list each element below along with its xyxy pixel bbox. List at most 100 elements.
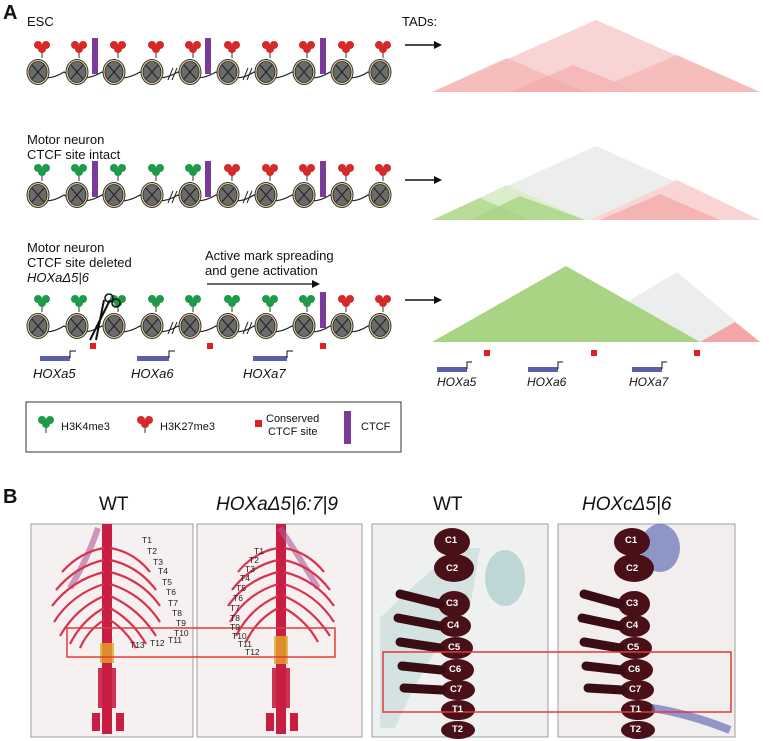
title-wt-hoxc: WT <box>433 494 463 515</box>
nucleosome <box>330 182 354 208</box>
h3k4-mark <box>109 163 127 182</box>
gene-label-hoxa7: HOXa7 <box>243 366 286 381</box>
h3k27-mark <box>298 40 316 59</box>
thoracic-label-wt: T10 <box>174 628 189 638</box>
tad-gene-label-hoxa7: HOXa7 <box>629 375 669 389</box>
conserved-ctcf-site <box>694 350 700 356</box>
gene-label-hoxa5: HOXa5 <box>33 366 76 381</box>
nucleosome <box>292 59 316 85</box>
row3-label-italic: HOXaΔ5|6 <box>27 270 89 285</box>
cervical-label-wt: C4 <box>447 620 460 631</box>
tad-gene-label-hoxa5: HOXa5 <box>437 375 477 389</box>
tad-gene-label-hoxa6: HOXa6 <box>527 375 567 389</box>
nucleosome <box>368 182 392 208</box>
break-mark <box>242 190 253 204</box>
h3k27-mark <box>70 40 88 59</box>
thoracic-label-mut: T2 <box>249 555 259 565</box>
thoracic-label-mut: T7 <box>230 603 240 613</box>
h3k4-mark <box>261 294 279 313</box>
nucleosome <box>216 59 240 85</box>
thoracic-label-wt: T5 <box>162 577 172 587</box>
cervical-label-wt: C1 <box>445 535 458 546</box>
legend-h3k27-label: H3K27me3 <box>160 421 216 433</box>
cervical-label-wt: C3 <box>446 598 459 609</box>
h3k27-mark <box>337 294 355 313</box>
tad-gene-hoxa5-bar <box>437 361 472 372</box>
nucleosome <box>292 182 316 208</box>
conserved-ctcf-site <box>320 343 326 349</box>
title-hoxc-mutant: HOXcΔ5|6 <box>582 494 672 515</box>
cervical-label-mut: C3 <box>626 598 639 609</box>
thoracic-label-wt: T12 <box>150 638 165 648</box>
thoracic-label-mut: T5 <box>236 583 246 593</box>
h3k27-mark <box>337 40 355 59</box>
thoracic-label-mut: T3 <box>245 564 255 574</box>
h3k4-mark <box>147 163 165 182</box>
h3k27-mark <box>374 163 392 182</box>
legend-conserved-line2: CTCF site <box>268 426 318 438</box>
ctcf-bar <box>320 38 326 74</box>
break-mark <box>167 321 178 335</box>
nucleosome <box>65 182 89 208</box>
tads-row3 <box>432 266 760 342</box>
nucleosome <box>216 182 240 208</box>
h3k4-mark <box>184 163 202 182</box>
h3k27-mark <box>184 40 202 59</box>
h3k27-mark <box>223 163 241 182</box>
nucleosome <box>254 182 278 208</box>
thoracic-label-wt: T11 <box>168 635 183 645</box>
nucleosome <box>178 313 202 339</box>
nucleosome <box>65 313 89 339</box>
thoracic-label-mut: T1 <box>254 546 264 556</box>
cervical-label-mut: T2 <box>630 724 642 735</box>
panel-a-diagram <box>25 20 760 453</box>
thoracic-label-wt: T13 <box>130 640 145 650</box>
nucleosome <box>254 59 278 85</box>
h3k4-mark <box>70 163 88 182</box>
title-wt-hoxa: WT <box>99 494 129 515</box>
h3k27-mark <box>261 163 279 182</box>
row3-label-line2: CTCF site deleted <box>27 255 132 270</box>
skeleton-hoxa-mutant-image <box>196 523 363 738</box>
ctcf-bar <box>92 161 98 197</box>
panel-b-letter: B <box>3 486 18 508</box>
h3k27-mark <box>298 163 316 182</box>
cervical-hoxc-mutant-image <box>557 523 736 739</box>
nucleosome <box>330 59 354 85</box>
nucleosome <box>330 313 354 339</box>
tads-row2 <box>432 146 760 220</box>
thoracic-label-mut: T6 <box>233 593 243 603</box>
cervical-label-mut: C1 <box>625 535 638 546</box>
row3-label-line1: Motor neuron <box>27 240 105 255</box>
spreading-arrow-head <box>312 280 320 288</box>
arrow <box>405 296 442 304</box>
h3k4-mark <box>184 294 202 313</box>
ctcf-bar <box>92 38 98 74</box>
arrow <box>405 41 442 49</box>
h3k4-mark <box>147 294 165 313</box>
break-mark <box>242 321 253 335</box>
nucleosome <box>140 59 164 85</box>
nucleosome <box>102 59 126 85</box>
gene-hoxa7-bar <box>253 350 293 361</box>
nucleosome <box>216 313 240 339</box>
row1-chromatin <box>26 38 392 85</box>
h3k27-mark <box>223 40 241 59</box>
nucleosome <box>26 313 50 339</box>
h3k27-mark <box>109 40 127 59</box>
cervical-label-wt: T2 <box>452 724 464 735</box>
scissors-icon <box>89 293 121 341</box>
skeleton-wt-image <box>30 523 194 738</box>
cervical-label-mut: C5 <box>627 642 640 653</box>
highlight-box-hoxa <box>66 627 336 658</box>
break-mark <box>167 67 178 81</box>
h3k4-mark <box>298 294 316 313</box>
thoracic-label-wt: T8 <box>172 608 182 618</box>
thoracic-label-wt: T6 <box>166 587 176 597</box>
legend-box <box>25 401 402 453</box>
nucleosome <box>178 182 202 208</box>
arrow <box>405 176 442 184</box>
thoracic-label-mut: T9 <box>230 622 240 632</box>
nucleosome <box>102 182 126 208</box>
gene-hoxa6-bar <box>137 350 175 361</box>
